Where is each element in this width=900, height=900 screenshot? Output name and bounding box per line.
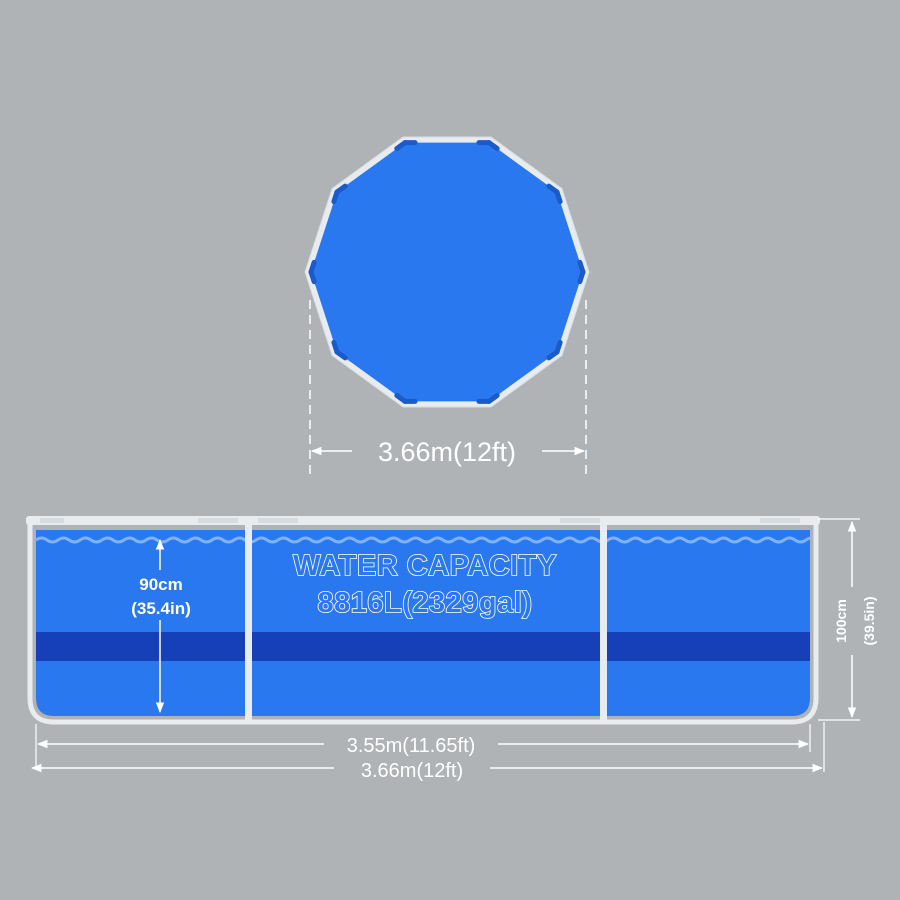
pool-side-outline (27, 522, 819, 725)
frame-leg (245, 524, 252, 720)
water-capacity-value: 8816L(2329gal) (318, 587, 533, 619)
height-label-group: 100cm (39.5in) (833, 596, 877, 645)
inner-width-label: 3.55m(11.65ft) (347, 735, 476, 757)
pool-top-rail (26, 516, 820, 525)
top-diameter-label: 3.66m(12ft) (378, 437, 516, 467)
water-depth-cm: 90cm (139, 575, 182, 594)
height-label-in: (39.5in) (861, 596, 877, 645)
height-label-cm: 100cm (833, 599, 849, 643)
pool-top-rail-connectors (308, 140, 586, 404)
rail-connector (308, 259, 317, 275)
depth-label-backing (122, 570, 200, 620)
rail-joint (560, 518, 600, 523)
rail-connector (546, 349, 560, 361)
rail-joint (40, 518, 64, 523)
rail-joint (258, 518, 298, 523)
outer-width-label: 3.66m(12ft) (361, 760, 463, 782)
water-wave-line (36, 536, 810, 544)
water-depth-in: (35.4in) (131, 599, 191, 618)
pool-side-water (36, 530, 810, 716)
rail-connector (554, 189, 563, 205)
pool-top-water (311, 142, 583, 402)
pool-side-stripe (36, 632, 810, 661)
rail-joint (198, 518, 238, 523)
pool-side-fill (36, 530, 810, 716)
rail-connector (394, 392, 408, 404)
side-view: WATER CAPACITY 8816L(2329gal) 90cm (35.4… (26, 516, 877, 782)
rail-joint (760, 518, 800, 523)
rail-connector (577, 269, 586, 285)
water-capacity-title: WATER CAPACITY (293, 550, 557, 582)
frame-leg (600, 524, 607, 720)
rail-connector (334, 183, 348, 195)
rail-connector (331, 339, 340, 355)
top-view: 3.66m(12ft) (304, 136, 590, 480)
